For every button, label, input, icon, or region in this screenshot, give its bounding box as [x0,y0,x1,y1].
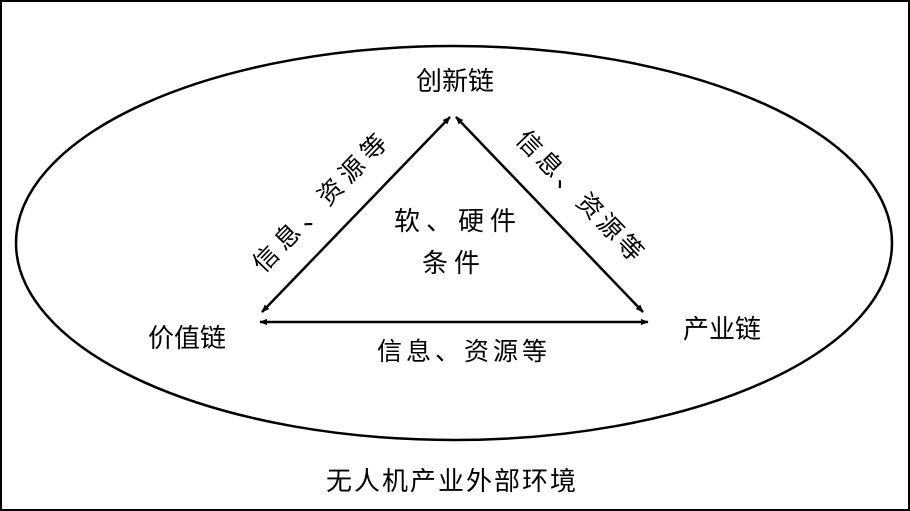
center-label-line1: 软、硬件 [394,207,522,237]
edge-label-bottom: 信息、资源等 [377,337,551,366]
node-value-chain: 价值链 [148,324,226,354]
center-label-line2: 条件 [422,249,486,279]
node-innovation-chain: 创新链 [416,67,494,97]
environment-ellipse [14,44,894,442]
edge-arrow-left [261,116,451,313]
node-industry-chain: 产业链 [683,315,761,345]
edge-label-left: 信息、资源等 [247,124,397,278]
environment-label: 无人机产业外部环境 [326,467,578,497]
edge-arrow-right [455,116,644,313]
